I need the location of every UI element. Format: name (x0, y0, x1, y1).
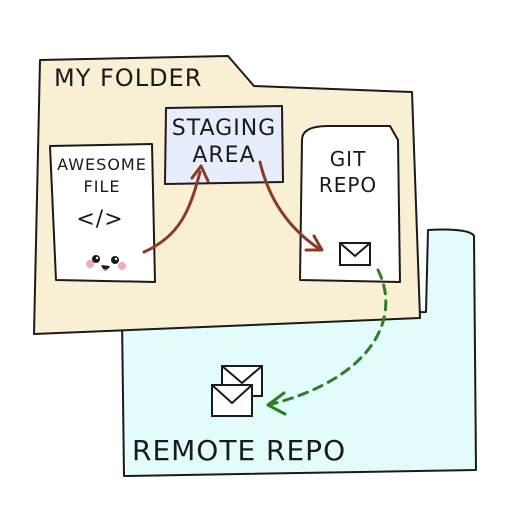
arrow-staging-to-git-repo (258, 160, 324, 252)
smiley-face-icon (86, 255, 126, 271)
awesome-file-card: AWESOME FILE </> (49, 143, 156, 283)
staging-area-box: STAGING AREA (164, 105, 284, 185)
envelope-icon (339, 242, 371, 266)
arrow-file-to-staging (142, 164, 210, 254)
git-repo-card: GIT REPO (299, 125, 401, 283)
file-label-line2: FILE (84, 177, 121, 196)
arrow-git-repo-to-remote (266, 268, 388, 416)
git-repo-label-line1: GIT (330, 147, 367, 171)
staging-label-line1: STAGING (172, 116, 276, 141)
file-label-line1: AWESOME (57, 155, 147, 174)
folder-title: MY FOLDER (54, 64, 202, 92)
stacked-envelopes-icon (211, 365, 263, 417)
staging-label-line2: AREA (192, 143, 255, 168)
code-symbol: </> (76, 207, 123, 232)
git-repo-label-line2: REPO (319, 173, 377, 197)
remote-repo-label: REMOTE REPO (132, 434, 346, 467)
remote-repo-box: REMOTE REPO (121, 228, 477, 477)
